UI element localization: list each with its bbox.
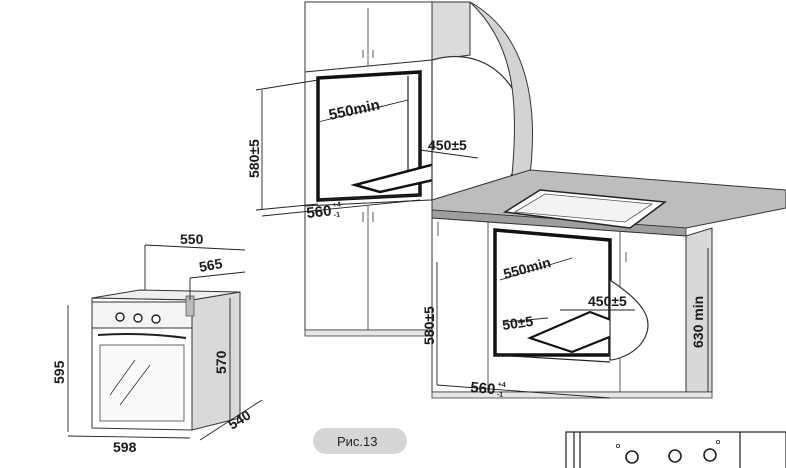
figure-caption: Рис.13 — [313, 428, 407, 454]
oven-drawing — [91, 289, 241, 431]
knob-icon — [625, 450, 639, 464]
base-cabinet — [431, 169, 786, 399]
caption-text: Рис.13 — [337, 434, 378, 449]
dim-under-niche-width: 560 +4 -1 — [470, 379, 506, 399]
oven-front-partial — [565, 431, 786, 468]
svg-text:-1: -1 — [497, 391, 504, 399]
knob-icon — [133, 313, 143, 323]
knob-icon — [115, 312, 125, 322]
svg-text:560: 560 — [306, 202, 333, 222]
svg-text:560: 560 — [470, 379, 496, 398]
tall-cabinet — [304, 1, 483, 337]
dim-under-niche-height: 580±5 — [421, 306, 437, 345]
knob-icon — [703, 448, 717, 462]
svg-text:+4: +4 — [497, 381, 506, 389]
dim-under-niche-back: 450±5 — [588, 293, 627, 309]
svg-text:-1: -1 — [334, 212, 341, 220]
knob-icon — [668, 449, 682, 463]
dim-worktop-height: 630 min — [690, 296, 706, 348]
dim-tall-niche-width: 560 +4 -1 — [306, 201, 342, 222]
dim-oven-height: 595 — [51, 360, 67, 384]
dim-oven-depth-body: 565 — [198, 255, 224, 275]
dim-oven-body-height: 570 — [213, 350, 229, 374]
dim-oven-depth-total: 550 — [180, 231, 204, 247]
base-cutaway-bubble — [609, 278, 649, 361]
knob-icon — [151, 314, 161, 324]
dim-under-niche-gap: 50±5 — [501, 313, 534, 333]
svg-text:+4: +4 — [332, 201, 341, 209]
dimension-lines — [67, 79, 709, 441]
dim-tall-niche-height: 580±5 — [246, 139, 262, 178]
dim-tall-niche-back: 450±5 — [428, 137, 467, 153]
dim-oven-width: 598 — [113, 439, 137, 455]
